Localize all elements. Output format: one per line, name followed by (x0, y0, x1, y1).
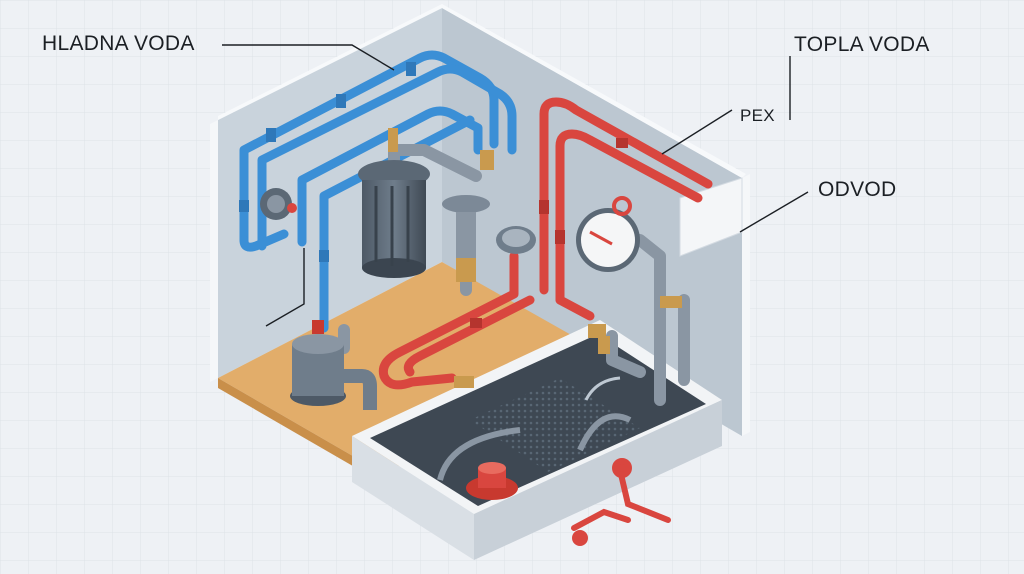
cold-pipe-couplings (239, 62, 416, 262)
label-drain: ODVOD (818, 178, 897, 201)
pressure-regulator-icon (260, 188, 297, 220)
hot-water-pipes (378, 97, 713, 390)
label-hot-water: TOPLA VODA (794, 33, 930, 56)
main-pump (290, 320, 377, 410)
water-filter-tank (358, 128, 430, 278)
floor-drain-funnel (442, 195, 490, 282)
hot-pipe-couplings (470, 138, 628, 328)
label-pex: PEX (740, 106, 775, 125)
label-cold-water: HLADNA VODA (42, 32, 195, 55)
pressure-gauge-icon (576, 196, 640, 272)
outdoor-faucet (571, 458, 671, 546)
brass-fittings (454, 150, 682, 388)
leader-lines (222, 44, 809, 327)
drain-grate (470, 378, 640, 472)
wall-drain-cover (496, 226, 536, 254)
wooden-floor (218, 262, 612, 474)
